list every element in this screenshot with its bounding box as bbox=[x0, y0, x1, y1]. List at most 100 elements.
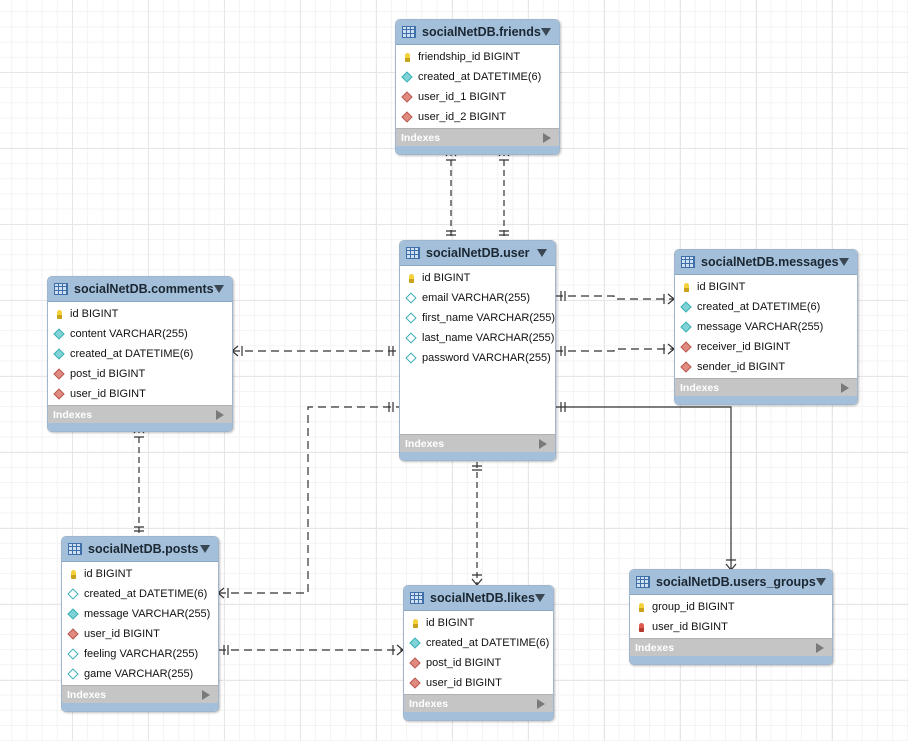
table-footer bbox=[396, 146, 559, 154]
foreign-key-icon bbox=[401, 111, 413, 123]
column-row[interactable]: receiver_id BIGINT bbox=[675, 337, 857, 357]
table-title: socialNetDB.messages bbox=[701, 255, 839, 269]
column-row[interactable]: game VARCHAR(255) bbox=[62, 664, 218, 684]
indexes-section[interactable]: Indexes bbox=[400, 434, 555, 452]
chevron-down-icon[interactable] bbox=[541, 28, 551, 36]
indexes-section[interactable]: Indexes bbox=[62, 685, 218, 703]
expand-arrow-icon[interactable] bbox=[816, 642, 824, 653]
column-row[interactable]: post_id BIGINT bbox=[48, 364, 232, 384]
column-label: password VARCHAR(255) bbox=[422, 352, 551, 364]
expand-arrow-icon[interactable] bbox=[216, 409, 224, 420]
column-row[interactable]: user_id BIGINT bbox=[48, 384, 232, 404]
indexes-section[interactable]: Indexes bbox=[630, 638, 832, 656]
column-label: last_name VARCHAR(255) bbox=[422, 332, 555, 344]
foreign-primary-key-icon bbox=[635, 621, 647, 633]
column-label: user_id BIGINT bbox=[84, 628, 160, 640]
column-row[interactable]: user_id BIGINT bbox=[62, 624, 218, 644]
table-header[interactable]: socialNetDB.messages bbox=[675, 250, 857, 275]
rel-user-users-groups bbox=[555, 402, 737, 571]
foreign-key-icon bbox=[409, 657, 421, 669]
table-header[interactable]: socialNetDB.posts bbox=[62, 537, 218, 562]
table-icon bbox=[636, 576, 650, 588]
attribute-icon bbox=[53, 348, 65, 360]
column-row[interactable]: friendship_id BIGINT bbox=[396, 47, 559, 67]
table-header[interactable]: socialNetDB.friends bbox=[396, 20, 559, 45]
chevron-down-icon[interactable] bbox=[214, 285, 224, 293]
column-row[interactable]: created_at DATETIME(6) bbox=[404, 633, 553, 653]
column-row[interactable]: created_at DATETIME(6) bbox=[62, 584, 218, 604]
table-friends[interactable]: socialNetDB.friends friendship_id BIGINT… bbox=[395, 19, 560, 155]
column-row[interactable]: feeling VARCHAR(255) bbox=[62, 644, 218, 664]
table-footer bbox=[48, 423, 232, 431]
attribute-icon bbox=[680, 321, 692, 333]
chevron-down-icon[interactable] bbox=[839, 258, 849, 266]
chevron-down-icon[interactable] bbox=[535, 594, 545, 602]
rel-user-likes bbox=[471, 462, 483, 586]
chevron-down-icon[interactable] bbox=[537, 249, 547, 257]
column-row[interactable]: id BIGINT bbox=[62, 564, 218, 584]
table-header[interactable]: socialNetDB.comments bbox=[48, 277, 232, 302]
table-title: socialNetDB.friends bbox=[422, 25, 541, 39]
table-users-groups[interactable]: socialNetDB.users_groups group_id BIGINT… bbox=[629, 569, 833, 665]
expand-arrow-icon[interactable] bbox=[537, 698, 545, 709]
table-user[interactable]: socialNetDB.user id BIGINT email VARCHAR… bbox=[399, 240, 556, 461]
foreign-key-icon bbox=[680, 341, 692, 353]
column-row[interactable]: id BIGINT bbox=[675, 277, 857, 297]
indexes-section[interactable]: Indexes bbox=[675, 378, 857, 396]
column-label: id BIGINT bbox=[84, 568, 133, 580]
expand-arrow-icon[interactable] bbox=[841, 382, 849, 393]
indexes-label: Indexes bbox=[409, 697, 449, 710]
primary-key-icon bbox=[401, 51, 413, 63]
column-row[interactable]: user_id_1 BIGINT bbox=[396, 87, 559, 107]
primary-key-icon bbox=[405, 272, 417, 284]
table-icon bbox=[410, 592, 424, 604]
column-row[interactable]: created_at DATETIME(6) bbox=[48, 344, 232, 364]
table-footer bbox=[630, 656, 832, 664]
table-header[interactable]: socialNetDB.likes bbox=[404, 586, 553, 611]
column-row[interactable]: id BIGINT bbox=[48, 304, 232, 324]
column-row[interactable]: post_id BIGINT bbox=[404, 653, 553, 673]
column-row[interactable]: user_id_2 BIGINT bbox=[396, 107, 559, 127]
table-likes[interactable]: socialNetDB.likes id BIGINT created_at D… bbox=[403, 585, 554, 721]
column-row[interactable]: message VARCHAR(255) bbox=[62, 604, 218, 624]
column-label: created_at DATETIME(6) bbox=[426, 637, 550, 649]
primary-key-icon bbox=[635, 601, 647, 613]
chevron-down-icon[interactable] bbox=[815, 578, 826, 586]
column-row[interactable]: first_name VARCHAR(255) bbox=[400, 308, 555, 328]
column-row[interactable]: user_id BIGINT bbox=[404, 673, 553, 693]
column-row[interactable]: user_id BIGINT bbox=[630, 617, 832, 637]
nullable-attribute-icon bbox=[67, 588, 79, 600]
column-row[interactable]: id BIGINT bbox=[404, 613, 553, 633]
column-row[interactable]: last_name VARCHAR(255) bbox=[400, 328, 555, 348]
rel-comments-user bbox=[231, 345, 399, 357]
attribute-icon bbox=[67, 608, 79, 620]
chevron-down-icon[interactable] bbox=[200, 545, 210, 553]
expand-arrow-icon[interactable] bbox=[543, 132, 551, 143]
column-row[interactable]: created_at DATETIME(6) bbox=[675, 297, 857, 317]
column-row[interactable]: message VARCHAR(255) bbox=[675, 317, 857, 337]
table-messages[interactable]: socialNetDB.messages id BIGINT created_a… bbox=[674, 249, 858, 405]
column-row[interactable]: sender_id BIGINT bbox=[675, 357, 857, 377]
indexes-section[interactable]: Indexes bbox=[404, 694, 553, 712]
primary-key-icon bbox=[53, 308, 65, 320]
nullable-attribute-icon bbox=[67, 668, 79, 680]
table-posts[interactable]: socialNetDB.posts id BIGINT created_at D… bbox=[61, 536, 219, 712]
indexes-section[interactable]: Indexes bbox=[48, 405, 232, 423]
expand-arrow-icon[interactable] bbox=[202, 689, 210, 700]
column-row[interactable]: email VARCHAR(255) bbox=[400, 288, 555, 308]
nullable-attribute-icon bbox=[405, 352, 417, 364]
column-label: group_id BIGINT bbox=[652, 601, 735, 613]
column-label: message VARCHAR(255) bbox=[84, 608, 211, 620]
column-row[interactable]: created_at DATETIME(6) bbox=[396, 67, 559, 87]
indexes-section[interactable]: Indexes bbox=[396, 128, 559, 146]
table-header[interactable]: socialNetDB.user bbox=[400, 241, 555, 266]
column-row[interactable]: password VARCHAR(255) bbox=[400, 348, 555, 368]
column-row[interactable]: id BIGINT bbox=[400, 268, 555, 288]
table-comments[interactable]: socialNetDB.comments id BIGINT content V… bbox=[47, 276, 233, 432]
column-label: created_at DATETIME(6) bbox=[697, 301, 821, 313]
column-row[interactable]: group_id BIGINT bbox=[630, 597, 832, 617]
column-row[interactable]: content VARCHAR(255) bbox=[48, 324, 232, 344]
expand-arrow-icon[interactable] bbox=[539, 438, 547, 449]
column-label: user_id BIGINT bbox=[652, 621, 728, 633]
table-header[interactable]: socialNetDB.users_groups bbox=[630, 570, 832, 595]
